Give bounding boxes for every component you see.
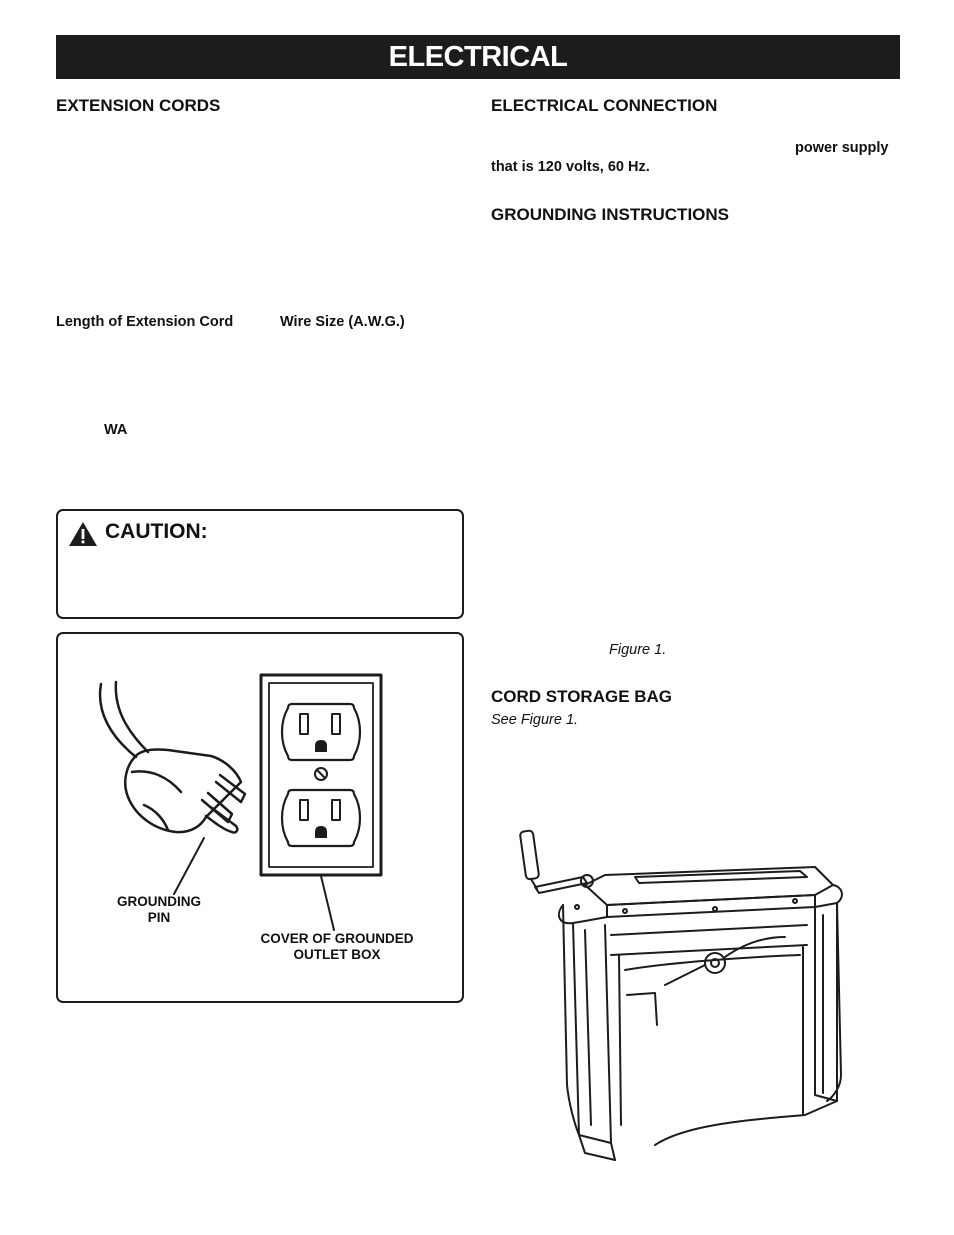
- electrical-connection-heading: ELECTRICAL CONNECTION: [491, 96, 718, 115]
- warning-triangle-icon: [69, 522, 97, 546]
- plug-outlet-figure-box: [56, 632, 464, 1003]
- section-banner: ELECTRICAL: [56, 35, 900, 79]
- section-title: ELECTRICAL: [388, 40, 568, 73]
- voltage-line: that is 120 volts, 60 Hz.: [491, 159, 650, 175]
- warning-fragment: WA: [104, 422, 128, 438]
- outlet-cover-label: COVER OF GROUNDED OUTLET BOX: [260, 931, 414, 962]
- figure-reference: Figure 1.: [609, 642, 667, 658]
- grounding-pin-label: GROUNDING PIN: [117, 894, 201, 925]
- plug-outlet-illustration: [98, 673, 383, 931]
- table-header-length: Length of Extension Cord: [56, 314, 234, 330]
- power-supply-fragment: power supply: [795, 140, 889, 156]
- caution-box: CAUTION:: [56, 509, 464, 619]
- three-prong-plug-icon: [124, 748, 247, 834]
- grounding-instructions-heading: GROUNDING INSTRUCTIONS: [491, 205, 729, 224]
- crank-handle-icon: [519, 829, 594, 894]
- see-figure-reference: See Figure 1.: [491, 712, 579, 728]
- caution-title: CAUTION:: [105, 520, 208, 543]
- planer-illustration: [519, 829, 843, 1161]
- cord-storage-bag-heading: CORD STORAGE BAG: [491, 687, 673, 706]
- extension-cords-heading: EXTENSION CORDS: [56, 96, 221, 115]
- table-header-wire-size: Wire Size (A.W.G.): [280, 314, 405, 330]
- grounded-outlet-icon: [259, 673, 383, 877]
